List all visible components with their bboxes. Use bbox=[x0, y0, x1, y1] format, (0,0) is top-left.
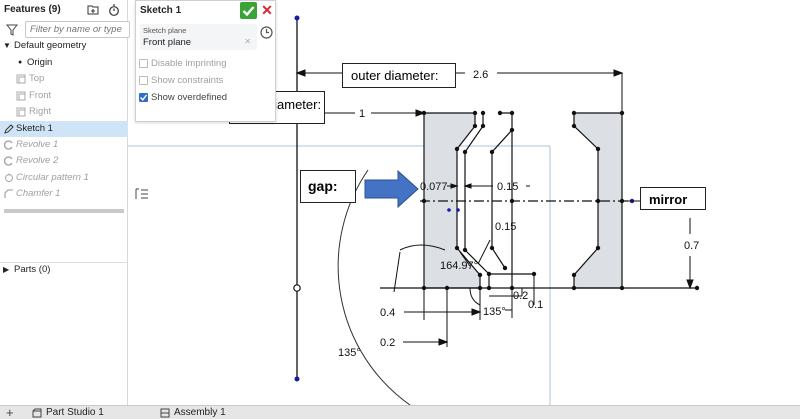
tree-item-label: Right bbox=[29, 106, 52, 117]
dim-0-15-upper[interactable]: 0.15 bbox=[497, 181, 518, 193]
tree-item-revolve-2[interactable]: Revolve 2 bbox=[0, 153, 128, 169]
features-title: Features (9) bbox=[4, 4, 61, 15]
show-overdefined-checkbox[interactable]: Show overdefined bbox=[139, 91, 274, 105]
tab-assembly-1[interactable]: Assembly 1 bbox=[160, 406, 270, 420]
tree-item-label: Top bbox=[29, 73, 45, 84]
tree-default-geometry[interactable]: ▼ Default geometry bbox=[0, 38, 128, 54]
tree-item-top[interactable]: Top bbox=[0, 71, 128, 87]
part-studio-icon bbox=[32, 408, 42, 418]
checkmark-icon bbox=[140, 94, 148, 101]
circular-pattern-icon bbox=[5, 173, 13, 182]
axis-bottom-point[interactable] bbox=[294, 376, 300, 382]
origin-dot-icon: ● bbox=[18, 59, 23, 66]
filter-icon[interactable] bbox=[6, 24, 18, 36]
dim-1[interactable]: 1 bbox=[359, 108, 365, 120]
features-header: Features (9) bbox=[4, 4, 126, 18]
disable-imprinting-checkbox[interactable]: Disable imprinting bbox=[139, 57, 274, 71]
stopwatch-icon[interactable] bbox=[108, 4, 120, 16]
sketch-dialog: Sketch 1 ✕ Sketch plane Front plane ✕ Di… bbox=[135, 0, 276, 122]
features-panel: Features (9) ▼ Default geometry ● Origin… bbox=[0, 0, 130, 405]
sketch-canvas[interactable]: 2.6 1 0.077 0.15 0.7 0.15 164.97° 0.2 0.… bbox=[0, 0, 800, 405]
add-folder-icon[interactable] bbox=[87, 4, 99, 15]
document-tab-bar: + Part Studio 1 Assembly 1 bbox=[0, 405, 800, 420]
outer-diameter-callout: outer diameter: bbox=[342, 63, 456, 88]
mirror-callout: mirror bbox=[640, 187, 706, 210]
confirm-button[interactable] bbox=[240, 2, 257, 19]
show-constraints-checkbox[interactable]: Show constraints bbox=[139, 74, 274, 88]
chamfer-icon bbox=[4, 189, 13, 198]
origin-point[interactable] bbox=[293, 284, 301, 292]
checkbox-label: Disable imprinting bbox=[151, 58, 227, 69]
close-button[interactable]: ✕ bbox=[260, 2, 274, 19]
sketch-plane-value: Front plane bbox=[143, 37, 192, 48]
tab-part-studio-1[interactable]: Part Studio 1 bbox=[32, 406, 142, 420]
dim-0-2-right[interactable]: 0.2 bbox=[513, 290, 528, 302]
dim-0-15-diagonal[interactable]: 0.15 bbox=[495, 221, 516, 233]
clear-plane-icon[interactable]: ✕ bbox=[244, 37, 251, 46]
tab-label: Part Studio 1 bbox=[46, 407, 104, 418]
tree-item-front[interactable]: Front bbox=[0, 88, 128, 104]
clock-icon[interactable] bbox=[260, 26, 273, 39]
tree-item-label: Revolve 2 bbox=[16, 155, 59, 166]
checkbox-box[interactable] bbox=[139, 76, 148, 85]
parts-section[interactable]: ▶ Parts (0) bbox=[0, 262, 128, 278]
dim-135-large[interactable]: 135° bbox=[338, 347, 361, 359]
parts-label: Parts (0) bbox=[14, 264, 51, 275]
plane-icon bbox=[16, 91, 26, 101]
dim-0-2-bottom[interactable]: 0.2 bbox=[380, 337, 395, 349]
gap-arrow bbox=[364, 169, 419, 209]
dim-0-077[interactable]: 0.077 bbox=[420, 181, 448, 193]
tree-item-label: Sketch 1 bbox=[16, 123, 53, 134]
tree-item-origin[interactable]: ● Origin bbox=[0, 55, 128, 71]
gap-callout: gap: bbox=[300, 170, 356, 203]
tree-item-label: Circular pattern 1 bbox=[16, 172, 89, 183]
plane-icon bbox=[16, 74, 26, 84]
dim-135-small[interactable]: 135° bbox=[483, 306, 506, 318]
tab-label: Assembly 1 bbox=[174, 407, 226, 418]
default-geometry-label: Default geometry bbox=[14, 40, 87, 51]
filter-input[interactable] bbox=[25, 21, 130, 38]
rollback-list-icon[interactable] bbox=[135, 187, 149, 201]
feature-list-scrollbar[interactable] bbox=[4, 209, 124, 213]
pencil-icon bbox=[4, 124, 14, 134]
tree-item-label: Front bbox=[29, 90, 52, 101]
close-icon: ✕ bbox=[261, 2, 273, 18]
checkmark-icon bbox=[242, 6, 255, 17]
dim-0-1[interactable]: 0.1 bbox=[528, 299, 543, 311]
chevron-down-icon[interactable]: ▼ bbox=[3, 41, 11, 50]
checkbox-label: Show constraints bbox=[151, 75, 224, 86]
sketch-plane-label: Sketch plane bbox=[143, 26, 187, 35]
dim-2-6[interactable]: 2.6 bbox=[473, 69, 488, 81]
revolve-icon bbox=[4, 156, 13, 166]
chevron-right-icon[interactable]: ▶ bbox=[3, 265, 10, 274]
dim-0-4[interactable]: 0.4 bbox=[380, 307, 395, 319]
tree-item-revolve-1[interactable]: Revolve 1 bbox=[0, 137, 128, 153]
tree-item-label: Origin bbox=[27, 57, 53, 68]
sketch-dialog-title: Sketch 1 bbox=[140, 5, 182, 16]
add-tab-button[interactable]: + bbox=[6, 405, 14, 420]
tree-item-sketch-1[interactable]: Sketch 1 bbox=[0, 121, 128, 137]
tree-item-right[interactable]: Right bbox=[0, 104, 128, 120]
panel-divider bbox=[0, 262, 128, 263]
revolve-icon bbox=[4, 140, 13, 150]
checkbox-label: Show overdefined bbox=[151, 92, 228, 103]
checkbox-box[interactable] bbox=[139, 59, 148, 68]
sketch-plane-field[interactable]: Sketch plane Front plane ✕ bbox=[140, 24, 257, 50]
plane-icon bbox=[16, 107, 26, 117]
dim-164-97-angle[interactable]: 164.97° bbox=[440, 260, 478, 272]
filter-row bbox=[4, 21, 130, 39]
tree-item-label: Revolve 1 bbox=[16, 139, 59, 150]
sketch-points[interactable] bbox=[421, 110, 700, 291]
dim-0-7[interactable]: 0.7 bbox=[684, 240, 699, 252]
sketch-plane-outline bbox=[128, 145, 551, 405]
tree-item-circular-pattern-1[interactable]: Circular pattern 1 bbox=[0, 170, 128, 186]
checkbox-box-checked[interactable] bbox=[139, 93, 148, 102]
tree-item-chamfer-1[interactable]: Chamfer 1 bbox=[0, 186, 128, 202]
assembly-icon bbox=[160, 408, 170, 418]
tree-item-label: Chamfer 1 bbox=[16, 188, 61, 199]
axis-top-point[interactable] bbox=[294, 15, 300, 21]
